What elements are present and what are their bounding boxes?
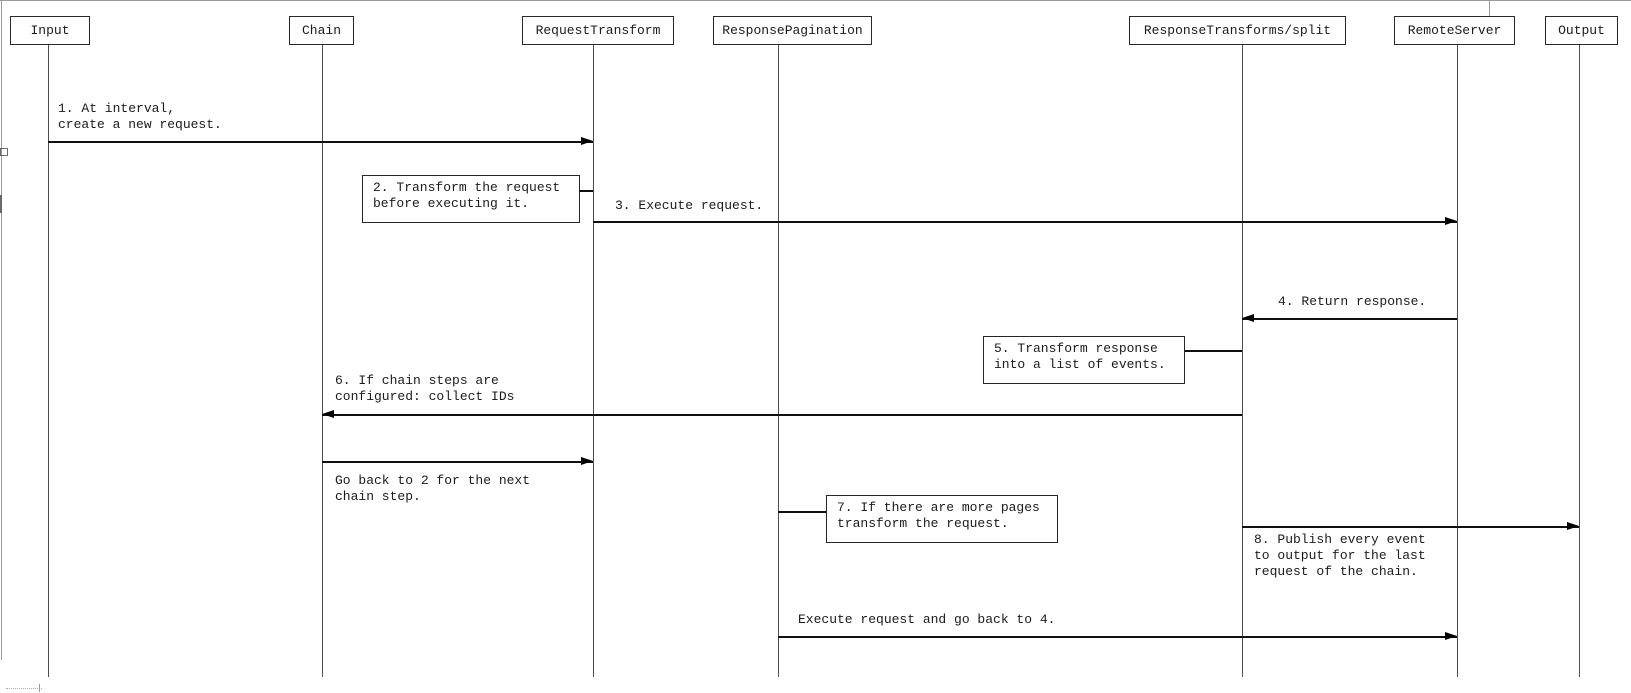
actor-label-responsepagination: ResponsePagination bbox=[722, 23, 863, 38]
actor-box-responsetransforms-split: ResponseTransforms/split bbox=[1129, 16, 1346, 45]
note-5-box: 5. Transform response into a list of eve… bbox=[983, 336, 1185, 384]
lifeline-requesttransform bbox=[593, 45, 595, 677]
note-5-connector bbox=[1185, 350, 1242, 352]
arrowhead-right-icon bbox=[581, 137, 593, 145]
left-edge-artifact bbox=[0, 195, 2, 213]
note-5-label: 5. Transform response into a list of eve… bbox=[994, 341, 1166, 372]
actor-box-responsepagination: ResponsePagination bbox=[713, 16, 872, 45]
arrowhead-left-icon bbox=[1242, 314, 1254, 322]
arrowhead-right-icon bbox=[1567, 522, 1579, 530]
message-3-label: 3. Execute request. bbox=[615, 198, 764, 213]
message-6-arrow bbox=[322, 414, 1242, 416]
actor-box-output: Output bbox=[1545, 16, 1618, 45]
message-goback-label: Go back to 2 for the next chain step. bbox=[335, 473, 531, 504]
note-2-label: 2. Transform the request before executin… bbox=[373, 180, 561, 211]
lifeline-responsetransforms-split bbox=[1242, 45, 1244, 677]
message-3-arrow bbox=[593, 221, 1457, 223]
actor-label-requesttransform: RequestTransform bbox=[535, 23, 661, 38]
actor-box-input: Input bbox=[10, 16, 90, 45]
actor-label-remoteserver: RemoteServer bbox=[1407, 23, 1502, 38]
message-6-label: 6. If chain steps are configured: collec… bbox=[335, 373, 515, 404]
arrowhead-left-icon bbox=[322, 410, 334, 418]
window-edge-top bbox=[0, 0, 1631, 1]
note-2-connector bbox=[579, 190, 593, 192]
window-edge-left bbox=[1, 0, 2, 660]
message-4-arrow bbox=[1242, 318, 1457, 320]
note-7-connector bbox=[778, 511, 826, 513]
message-1-label: 1. At interval, create a new request. bbox=[58, 101, 222, 132]
actor-label-output: Output bbox=[1558, 23, 1605, 38]
note-7-label: 7. If there are more pages transform the… bbox=[837, 500, 1040, 531]
message-execute-arrow bbox=[778, 636, 1457, 638]
message-8-label: 8. Publish every event to output for the… bbox=[1254, 532, 1426, 579]
lifeline-input bbox=[48, 45, 50, 677]
lifeline-output bbox=[1579, 45, 1581, 677]
message-execute-label: Execute request and go back to 4. bbox=[798, 612, 1056, 627]
note-2-box: 2. Transform the request before executin… bbox=[362, 175, 580, 223]
actor-label-responsetransforms-split: ResponseTransforms/split bbox=[1143, 23, 1332, 38]
arrowhead-right-icon bbox=[1445, 217, 1457, 225]
message-1-arrow bbox=[48, 141, 593, 143]
arrowhead-right-icon bbox=[1445, 632, 1457, 640]
message-8-arrow bbox=[1242, 526, 1579, 528]
message-4-label: 4. Return response. bbox=[1278, 294, 1427, 309]
note-7-box: 7. If there are more pages transform the… bbox=[826, 495, 1058, 543]
message-goback-arrow bbox=[322, 461, 593, 463]
actor-box-requesttransform: RequestTransform bbox=[522, 16, 674, 45]
actor-label-chain: Chain bbox=[301, 23, 341, 38]
bottom-edge-artifact bbox=[39, 684, 40, 692]
actor-box-chain: Chain bbox=[289, 16, 354, 45]
lifeline-responsepagination bbox=[778, 45, 780, 677]
bottom-edge-artifact bbox=[6, 688, 42, 689]
arrowhead-right-icon bbox=[581, 457, 593, 465]
left-edge-artifact bbox=[0, 148, 8, 156]
actor-box-remoteserver: RemoteServer bbox=[1394, 16, 1515, 45]
lifeline-chain bbox=[322, 45, 324, 677]
window-edge-tick bbox=[1489, 0, 1490, 16]
lifeline-remoteserver bbox=[1457, 45, 1459, 677]
actor-label-input: Input bbox=[30, 23, 70, 38]
